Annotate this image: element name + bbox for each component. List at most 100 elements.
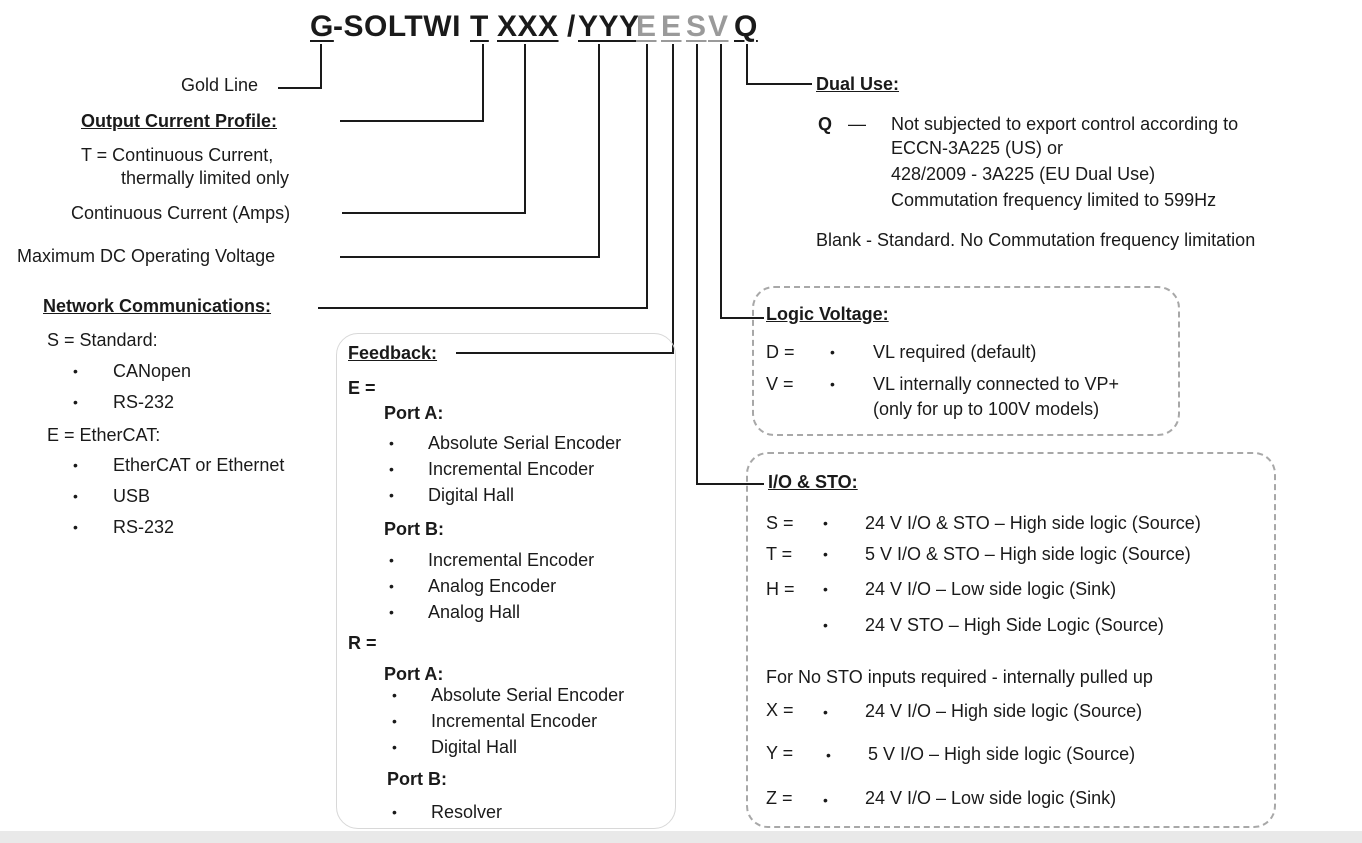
- connector-current-v: [524, 44, 526, 213]
- bullet-icon: •: [830, 344, 835, 360]
- dual-use-title: Dual Use:: [816, 74, 900, 94]
- bullet-icon: •: [823, 704, 828, 720]
- feedback-item: Absolute Serial Encoder: [428, 433, 622, 453]
- code-s: S: [686, 10, 707, 43]
- dual-use-q-line: ECCN-3A225 (US) or: [891, 138, 1064, 158]
- connector-network-v: [646, 44, 648, 308]
- code-e1: E: [636, 10, 657, 43]
- code-g: G: [310, 10, 334, 43]
- feedback-e-label: E =: [348, 378, 376, 398]
- io-text: 5 V I/O & STO – High side logic (Source): [865, 544, 1191, 564]
- connector-dual-v: [746, 44, 748, 84]
- io-code: T =: [766, 544, 793, 564]
- code-slash: /: [567, 10, 576, 43]
- feedback-item: Resolver: [431, 802, 503, 822]
- code-soltwi: -SOLTWI: [333, 10, 461, 43]
- feedback-r-port-a: Port A:: [384, 664, 444, 684]
- code-xxx: XXX: [497, 10, 559, 43]
- bullet-icon: •: [823, 581, 828, 597]
- connector-io-h: [696, 483, 764, 485]
- connector-logic-h: [720, 317, 764, 319]
- feedback-r-label: R =: [348, 633, 377, 653]
- bullet-icon: •: [392, 713, 397, 729]
- bullet-icon: •: [389, 435, 394, 451]
- network-ethercat-label: E = EtherCAT:: [47, 425, 161, 445]
- dual-use-q-label: Q: [818, 114, 833, 134]
- logic-text: VL internally connected to VP+: [873, 374, 1119, 394]
- feedback-item: Digital Hall: [428, 485, 515, 505]
- feedback-item: Absolute Serial Encoder: [431, 685, 625, 705]
- connector-feedback-h: [456, 352, 674, 354]
- connector-gold-h: [278, 87, 322, 89]
- dual-use-dash: —: [848, 114, 866, 134]
- dual-use-q-line: Commutation frequency limited to 599Hz: [891, 190, 1217, 210]
- feedback-item: Digital Hall: [431, 737, 518, 757]
- feedback-e-port-b: Port B:: [384, 519, 444, 539]
- bullet-icon: •: [823, 792, 828, 808]
- connector-gold-v: [320, 44, 322, 88]
- io-text: 24 V I/O – Low side logic (Sink): [865, 579, 1117, 599]
- bullet-icon: •: [389, 552, 394, 568]
- bullet-icon: •: [73, 394, 78, 410]
- io-text: 24 V STO – High Side Logic (Source): [865, 615, 1164, 635]
- output-profile-line2: thermally limited only: [121, 168, 290, 188]
- code-yyy: YYY: [578, 10, 640, 43]
- bullet-icon: •: [823, 515, 828, 531]
- logic-text: VL required (default): [873, 342, 1037, 362]
- dual-use-blank: Blank - Standard. No Commutation frequen…: [816, 230, 1256, 250]
- network-title: Network Communications:: [43, 296, 272, 316]
- logic-note: (only for up to 100V models): [873, 399, 1100, 419]
- io-code: Y =: [766, 743, 794, 763]
- io-sto-title: I/O & STO:: [768, 472, 858, 492]
- feedback-item: Analog Encoder: [428, 576, 557, 596]
- feedback-item: Incremental Encoder: [431, 711, 598, 731]
- bullet-icon: •: [823, 546, 828, 562]
- code-t: T: [470, 10, 489, 43]
- connector-logic-v: [720, 44, 722, 318]
- logic-code: V =: [766, 374, 794, 394]
- feedback-box: [336, 333, 676, 829]
- io-code: S =: [766, 513, 794, 533]
- bullet-icon: •: [392, 739, 397, 755]
- output-profile-line1: T = Continuous Current,: [81, 145, 274, 165]
- bullet-icon: •: [389, 461, 394, 477]
- dual-use-q-line: 428/2009 - 3A225 (EU Dual Use): [891, 164, 1156, 184]
- network-ethercat-item: EtherCAT or Ethernet: [113, 455, 285, 475]
- code-v: V: [708, 10, 729, 43]
- io-sto-box: [746, 452, 1276, 828]
- bullet-icon: •: [389, 578, 394, 594]
- connector-network-h: [318, 307, 648, 309]
- code-e2: E: [661, 10, 682, 43]
- network-standard-label: S = Standard:: [47, 330, 158, 350]
- code-q: Q: [734, 10, 758, 43]
- connector-voltage-v: [598, 44, 600, 257]
- continuous-current-label: Continuous Current (Amps): [71, 203, 291, 223]
- network-ethercat-item: USB: [113, 486, 151, 506]
- bullet-icon: •: [826, 747, 831, 763]
- connector-io-v: [696, 44, 698, 484]
- max-voltage-label: Maximum DC Operating Voltage: [17, 246, 276, 266]
- bullet-icon: •: [73, 519, 78, 535]
- io-text: 24 V I/O & STO – High side logic (Source…: [865, 513, 1201, 533]
- connector-feedback-v: [672, 44, 674, 353]
- io-text: 5 V I/O – High side logic (Source): [868, 744, 1136, 764]
- logic-code: D =: [766, 342, 795, 362]
- bullet-icon: •: [73, 457, 78, 473]
- bullet-icon: •: [392, 804, 397, 820]
- bullet-icon: •: [830, 376, 835, 392]
- feedback-r-port-b: Port B:: [387, 769, 447, 789]
- feedback-item: Analog Hall: [428, 602, 521, 622]
- bullet-icon: •: [823, 617, 828, 633]
- feedback-item: Incremental Encoder: [428, 459, 595, 479]
- network-standard-item: CANopen: [113, 361, 192, 381]
- io-code: H =: [766, 579, 795, 599]
- logic-voltage-box: [752, 286, 1180, 436]
- bullet-icon: •: [389, 604, 394, 620]
- io-code: Z =: [766, 788, 793, 808]
- io-text: 24 V I/O – Low side logic (Sink): [865, 788, 1117, 808]
- io-code: X =: [766, 700, 794, 720]
- connector-output-v: [482, 44, 484, 121]
- output-profile-title: Output Current Profile:: [81, 111, 277, 131]
- connector-current-h: [342, 212, 526, 214]
